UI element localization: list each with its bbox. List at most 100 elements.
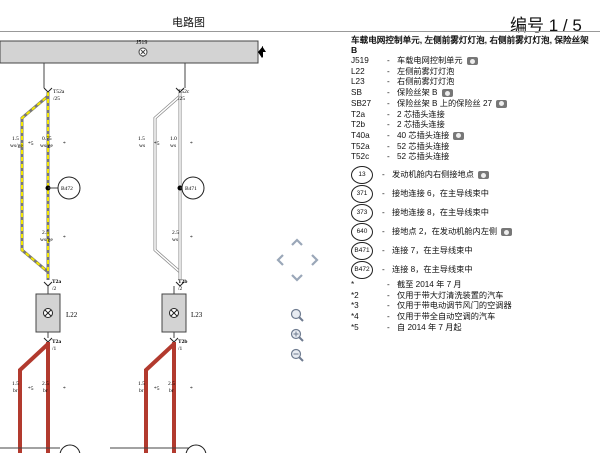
camera-icon[interactable] bbox=[466, 57, 478, 66]
legend-code: *2 bbox=[351, 290, 359, 300]
legend-desc: 右侧前雾灯灯泡 bbox=[397, 77, 455, 87]
legend-desc: 接地连接 8，在主导线束中 bbox=[392, 207, 489, 217]
legend-desc: 2 芯插头连接 bbox=[397, 109, 445, 119]
w5-note: * bbox=[63, 235, 66, 241]
legend-item: *-截至 2014 年 7 月 bbox=[351, 280, 462, 289]
legend-code: SB bbox=[351, 88, 362, 98]
legend-dash: - bbox=[387, 66, 390, 76]
legend-dash: - bbox=[387, 322, 390, 332]
camera-icon[interactable] bbox=[453, 131, 465, 140]
w7-note: *5 bbox=[28, 386, 34, 392]
legend-desc: 连接 8，在主导线束中 bbox=[392, 264, 473, 274]
legend-panel: 车载电网控制单元, 左侧前雾灯灯泡, 右侧前雾灯灯泡, 保险丝架 B J519 -… bbox=[351, 35, 596, 357]
camera-icon[interactable] bbox=[501, 228, 513, 236]
ground-b471[interactable] bbox=[181, 176, 205, 200]
page-number: 编号 1 / 5 bbox=[510, 16, 582, 35]
lamp-l22-label: L22 bbox=[66, 311, 78, 319]
arrow-up-icon[interactable] bbox=[291, 238, 303, 246]
ground-circle-bottom-left bbox=[59, 444, 81, 453]
lamp-l23-label: L23 bbox=[191, 311, 203, 319]
legend-dash: - bbox=[382, 264, 385, 274]
w10-color: br bbox=[169, 388, 174, 394]
legend-circle-code: 13 bbox=[351, 166, 373, 184]
legend-code: *3 bbox=[351, 301, 359, 311]
conn-t2b-bot-pin: /1 bbox=[178, 346, 183, 352]
w8-size: 2.5 bbox=[42, 381, 49, 387]
ground-b472[interactable] bbox=[57, 176, 81, 200]
w3-note: *5 bbox=[154, 141, 160, 147]
nav-controls[interactable] bbox=[276, 238, 319, 282]
legend-dash: - bbox=[382, 245, 385, 255]
conn-t52a-pin: /25 bbox=[53, 96, 60, 102]
legend-item: T40a-40 芯插头连接 bbox=[351, 131, 465, 140]
legend-code: T2a bbox=[351, 109, 366, 119]
legend-dash: - bbox=[387, 77, 390, 87]
legend-dash: - bbox=[382, 207, 385, 217]
legend-code: L22 bbox=[351, 66, 365, 76]
legend-circle-code: B472 bbox=[351, 261, 373, 279]
w4-color: ws bbox=[170, 143, 176, 149]
legend-desc: 发动机舱内右侧接地点 bbox=[392, 169, 474, 179]
legend-dash: - bbox=[387, 56, 390, 65]
legend-dash: - bbox=[387, 280, 390, 289]
zoom-fit-icon[interactable] bbox=[290, 308, 304, 322]
ground-b471-label: B471 bbox=[185, 186, 197, 192]
camera-icon[interactable] bbox=[441, 89, 453, 98]
legend-dash: - bbox=[387, 152, 390, 162]
legend-item: *5-自 2014 年 7 月起 bbox=[351, 322, 462, 332]
page-title: 电路图 bbox=[172, 17, 205, 29]
legend-circle-code: B471 bbox=[351, 242, 373, 260]
legend-desc: 仅用于带电动调节风门的空调器 bbox=[397, 301, 512, 311]
legend-desc: 接地连接 6，在主导线束中 bbox=[392, 188, 489, 198]
zoom-out-icon[interactable] bbox=[290, 348, 304, 362]
camera-icon[interactable] bbox=[477, 171, 489, 179]
legend-item: T52c-52 芯插头连接 bbox=[351, 153, 449, 161]
legend-desc: 左侧前雾灯灯泡 bbox=[397, 66, 455, 76]
header-divider bbox=[0, 31, 600, 32]
legend-item: SB-保险丝架 B bbox=[351, 88, 453, 98]
w2-size: 0.75 bbox=[42, 136, 52, 142]
w4-size: 1.0 bbox=[170, 136, 177, 142]
legend-desc: 仅用于带全自动空调的汽车 bbox=[397, 312, 496, 322]
w1-color: ws/ge bbox=[10, 143, 23, 149]
legend-code: T52c bbox=[351, 152, 370, 162]
legend-item: 373-接地连接 8，在主导线束中 bbox=[351, 204, 489, 222]
legend-item: J519 -车载电网控制单元 bbox=[351, 56, 478, 66]
w3-size: 1.5 bbox=[138, 136, 145, 142]
legend-item: SB27-保险丝架 B 上的保险丝 27 bbox=[351, 99, 508, 108]
legend-desc: 保险丝架 B bbox=[397, 88, 438, 98]
wire-labels-lower: 1.5 br *5 2.5 br * 1.5 br *5 2.5 br * bbox=[12, 381, 193, 394]
arrow-right-icon[interactable] bbox=[311, 254, 319, 266]
legend-dash: - bbox=[387, 141, 390, 151]
w9-size: 1.5 bbox=[138, 381, 145, 387]
zoom-in-icon[interactable] bbox=[290, 328, 304, 342]
w1-size: 1.5 bbox=[12, 136, 19, 142]
camera-icon[interactable] bbox=[496, 99, 508, 108]
w2-color: ws/ge bbox=[40, 143, 53, 149]
zoom-controls[interactable] bbox=[290, 308, 304, 362]
legend-desc: 仅用于带大灯清洗装置的汽车 bbox=[397, 290, 504, 300]
arrow-down-icon[interactable] bbox=[291, 274, 303, 282]
conn-t52c: T52c bbox=[178, 89, 190, 95]
conn-t2a-top: T2a bbox=[52, 279, 61, 285]
control-unit-j519[interactable] bbox=[0, 40, 259, 64]
arrow-left-icon[interactable] bbox=[276, 254, 284, 266]
legend-circle-code: 371 bbox=[351, 185, 373, 203]
w5-size: 2.5 bbox=[42, 230, 49, 236]
legend-code: J519 bbox=[351, 56, 369, 65]
legend-item: *2-仅用于带大灯清洗装置的汽车 bbox=[351, 290, 504, 300]
right-harness bbox=[153, 92, 182, 280]
legend-dash: - bbox=[387, 301, 390, 311]
legend-item: 371-接地连接 6，在主导线束中 bbox=[351, 185, 489, 203]
conn-t2a-bot: T2a bbox=[52, 339, 61, 345]
w8-note: * bbox=[63, 386, 66, 392]
legend-desc: 52 芯插头连接 bbox=[397, 141, 450, 151]
legend-desc: 车载电网控制单元 bbox=[397, 56, 463, 65]
legend-title: 车载电网控制单元, 左侧前雾灯灯泡, 右侧前雾灯灯泡, 保险丝架 B bbox=[351, 35, 589, 55]
w5-color: ws/ge bbox=[40, 237, 53, 243]
w7-size: 1.5 bbox=[12, 381, 19, 387]
legend-item: B472-连接 8，在主导线束中 bbox=[351, 261, 473, 279]
